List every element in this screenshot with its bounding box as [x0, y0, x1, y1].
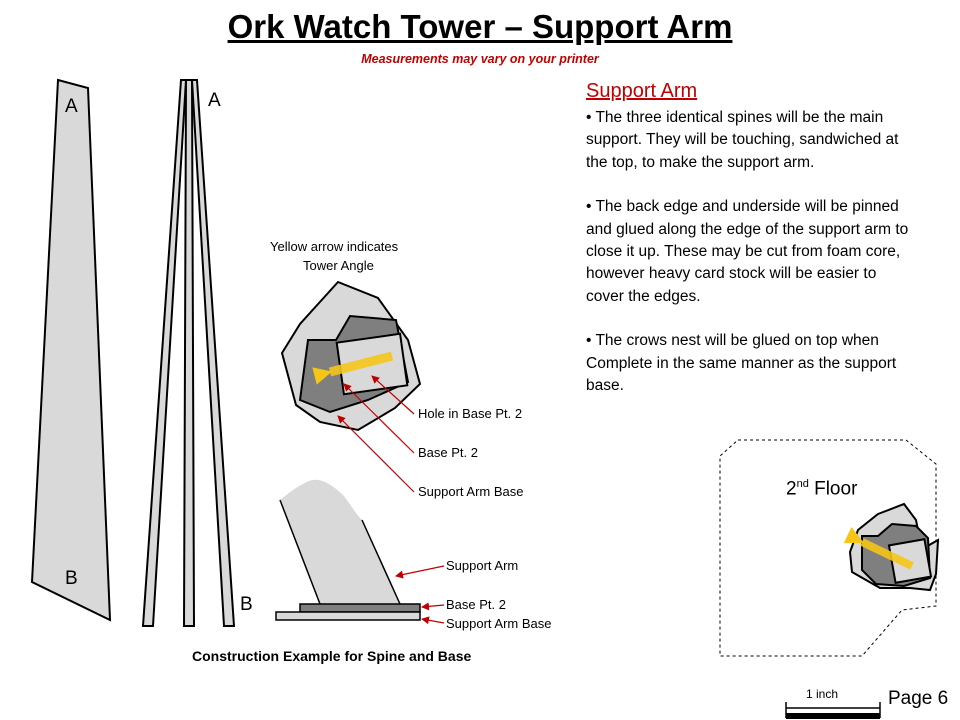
spine-label-bottom: B — [65, 568, 78, 589]
spine-label-top: A — [65, 96, 78, 117]
callout-hole-base-pt2: Hole in Base Pt. 2 — [418, 406, 523, 421]
top-view-diagram — [280, 280, 422, 493]
scale-label: 1 inch — [806, 687, 839, 701]
stack-label-top: A — [208, 90, 221, 111]
printer-note: Measurements may vary on your printer — [361, 52, 599, 66]
callout-support-arm-base: Support Arm Base — [418, 484, 524, 499]
callout-base-pt2: Base Pt. 2 — [446, 597, 506, 612]
page-title: Ork Watch Tower – Support Arm — [227, 8, 733, 45]
page-number: Page 6 — [888, 688, 949, 709]
callout-support-arm-base: Support Arm Base — [446, 616, 552, 631]
stack-label-bottom: B — [240, 594, 253, 615]
spine-template — [30, 78, 112, 622]
figure-caption: Construction Example for Spine and Base — [192, 648, 472, 664]
stacked-spines — [141, 79, 236, 627]
instruction-bullet: • The back edge and underside will be pi… — [586, 198, 909, 305]
leader-arm-base — [337, 415, 415, 493]
callout-base-pt2: Base Pt. 2 — [418, 445, 478, 460]
scale-bar — [785, 702, 881, 719]
tower-angle-note: Tower Angle — [303, 258, 374, 273]
instruction-bullet: • The three identical spines will be the… — [586, 109, 899, 171]
leader-hole — [371, 375, 415, 415]
section-heading: Support Arm — [586, 80, 698, 102]
callout-support-arm: Support Arm — [446, 558, 519, 573]
side-view-diagram — [275, 479, 445, 625]
tower-angle-note: Yellow arrow indicates — [270, 239, 399, 254]
floor-label: 2nd Floor — [786, 478, 858, 500]
leader-base-pt2 — [343, 383, 415, 454]
instruction-bullet: • The crows nest will be glued on top wh… — [586, 332, 897, 395]
second-floor-plan — [719, 439, 940, 657]
instruction-list: • The three identical spines will be the… — [586, 107, 916, 419]
